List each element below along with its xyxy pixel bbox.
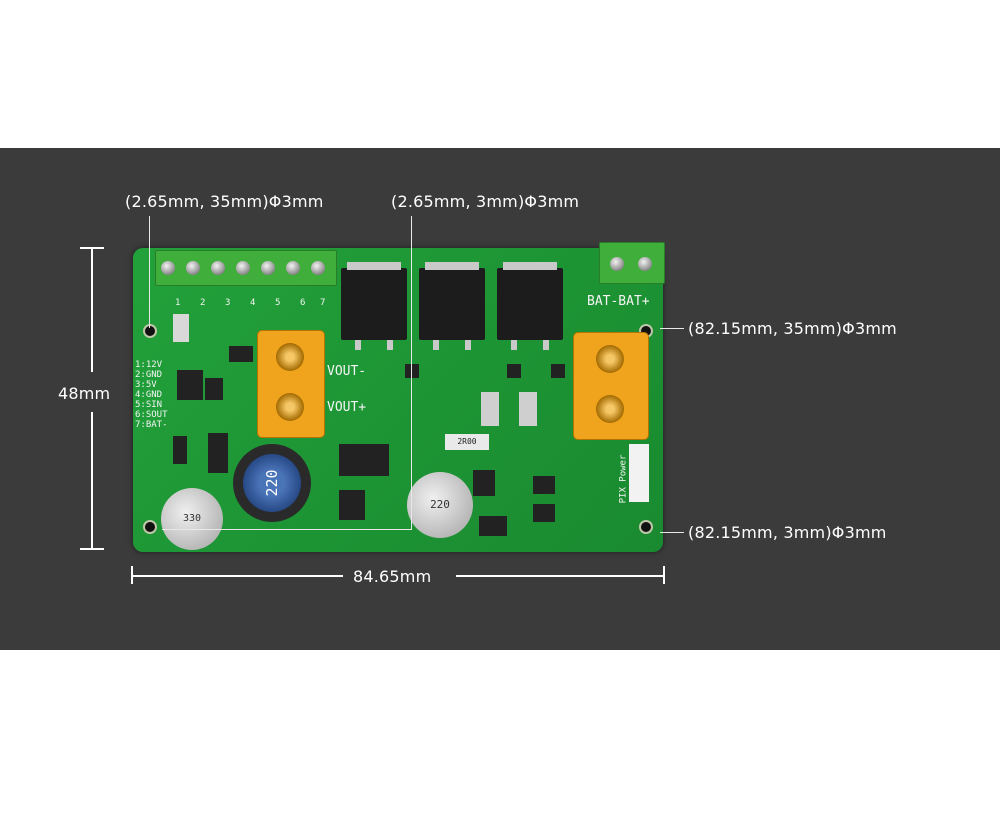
mosfet-pin [511, 340, 517, 350]
screw-icon [211, 261, 225, 275]
terminal-number: 1 [175, 298, 181, 308]
screw-icon [236, 261, 250, 275]
mount-hole-bottom-left [143, 520, 157, 534]
smd-component [229, 346, 253, 362]
width-tick-right [663, 566, 665, 584]
pointer-line-top-mid [411, 216, 412, 529]
terminal-number: 3 [225, 298, 231, 308]
smd-component [533, 476, 555, 494]
shunt-resistor [519, 392, 537, 426]
terminal-number: 4 [250, 298, 256, 308]
mosfet-pin [543, 340, 549, 350]
screw-icon [311, 261, 325, 275]
screw-icon [286, 261, 300, 275]
mosfet-pin [355, 340, 361, 350]
screw-icon [186, 261, 200, 275]
terminal-number: 2 [200, 298, 206, 308]
mount-hole-top-left [143, 324, 157, 338]
screw-icon [610, 257, 624, 271]
mosfet-tab [347, 262, 401, 270]
smd-component [205, 378, 223, 400]
xt60-output-connector [257, 330, 325, 438]
vout-plus-label: VOUT+ [327, 400, 367, 415]
height-tick-bottom [80, 548, 104, 550]
hole-label-top-mid: (2.65mm, 3mm)Φ3mm [391, 192, 580, 211]
smd-component [173, 436, 187, 464]
mosfet-tab [503, 262, 557, 270]
terminal-block-2pin [599, 242, 665, 284]
contact-icon [596, 395, 624, 423]
mosfet [341, 262, 407, 350]
contact-icon [276, 393, 304, 421]
capacitor-330: 330 [161, 488, 223, 550]
smd-component [208, 433, 228, 473]
inductor: 220 [233, 444, 311, 522]
pointer-line-right-bottom [660, 532, 684, 533]
width-line-left [131, 575, 343, 577]
pix-power-connector [629, 444, 649, 502]
mosfet [497, 262, 563, 350]
mosfet-pin [433, 340, 439, 350]
pin-label: 2:GND [135, 370, 163, 380]
smd-component [533, 504, 555, 522]
hole-label-right-top: (82.15mm, 35mm)Φ3mm [688, 319, 897, 338]
pix-power-label: PIX Power [618, 454, 629, 504]
pin-label: 3:5V [135, 380, 157, 390]
ic-chip [473, 470, 495, 496]
pin-label: 5:SIN [135, 400, 163, 410]
contact-icon [596, 345, 624, 373]
inductor-coil: 220 [243, 454, 301, 512]
ic-chip [339, 490, 365, 520]
xt60-battery-connector [573, 332, 649, 440]
screw-icon [638, 257, 652, 271]
terminal-number: 7 [320, 298, 326, 308]
pin-label: 7:BAT- [135, 420, 168, 430]
mosfet-pin [387, 340, 393, 350]
pointer-line-top-left [149, 216, 150, 328]
resistor-2r00: 2R00 [445, 434, 489, 450]
screw-icon [261, 261, 275, 275]
pin-label: 4:GND [135, 390, 163, 400]
smd-component [551, 364, 565, 378]
mosfet-pin [465, 340, 471, 350]
hole-label-top-left: (2.65mm, 35mm)Φ3mm [125, 192, 324, 211]
shunt-resistor [481, 392, 499, 426]
terminal-number: 5 [275, 298, 281, 308]
pcb-board: 1 2 3 4 5 6 7 1:12V 2:GND 3:5V 4:GND 5:S… [133, 242, 665, 552]
height-label: 48mm [58, 384, 111, 403]
mount-hole-bottom-right [639, 520, 653, 534]
width-line-right [456, 575, 664, 577]
pin-label: 6:SOUT [135, 410, 168, 420]
height-line-lower [91, 412, 93, 549]
mosfet-tab [425, 262, 479, 270]
pin-label: 1:12V [135, 360, 163, 370]
hole-label-right-bottom: (82.15mm, 3mm)Φ3mm [688, 523, 887, 542]
bat-label: BAT-BAT+ [587, 294, 650, 309]
smd-component [405, 364, 419, 378]
diode [339, 444, 389, 476]
regulator-chip [177, 370, 203, 400]
smd-component [507, 364, 521, 378]
pointer-line-bottom [162, 529, 412, 530]
mosfet [419, 262, 485, 350]
vout-minus-label: VOUT- [327, 364, 367, 379]
terminal-block-7pin [155, 250, 337, 286]
width-label: 84.65mm [353, 567, 432, 586]
screw-icon [161, 261, 175, 275]
contact-icon [276, 343, 304, 371]
terminal-number: 6 [300, 298, 306, 308]
pointer-line-right-top [660, 328, 684, 329]
smd-component [173, 314, 189, 342]
capacitor-220: 220 [407, 472, 473, 538]
height-line-upper [91, 247, 93, 372]
smd-component [479, 516, 507, 536]
